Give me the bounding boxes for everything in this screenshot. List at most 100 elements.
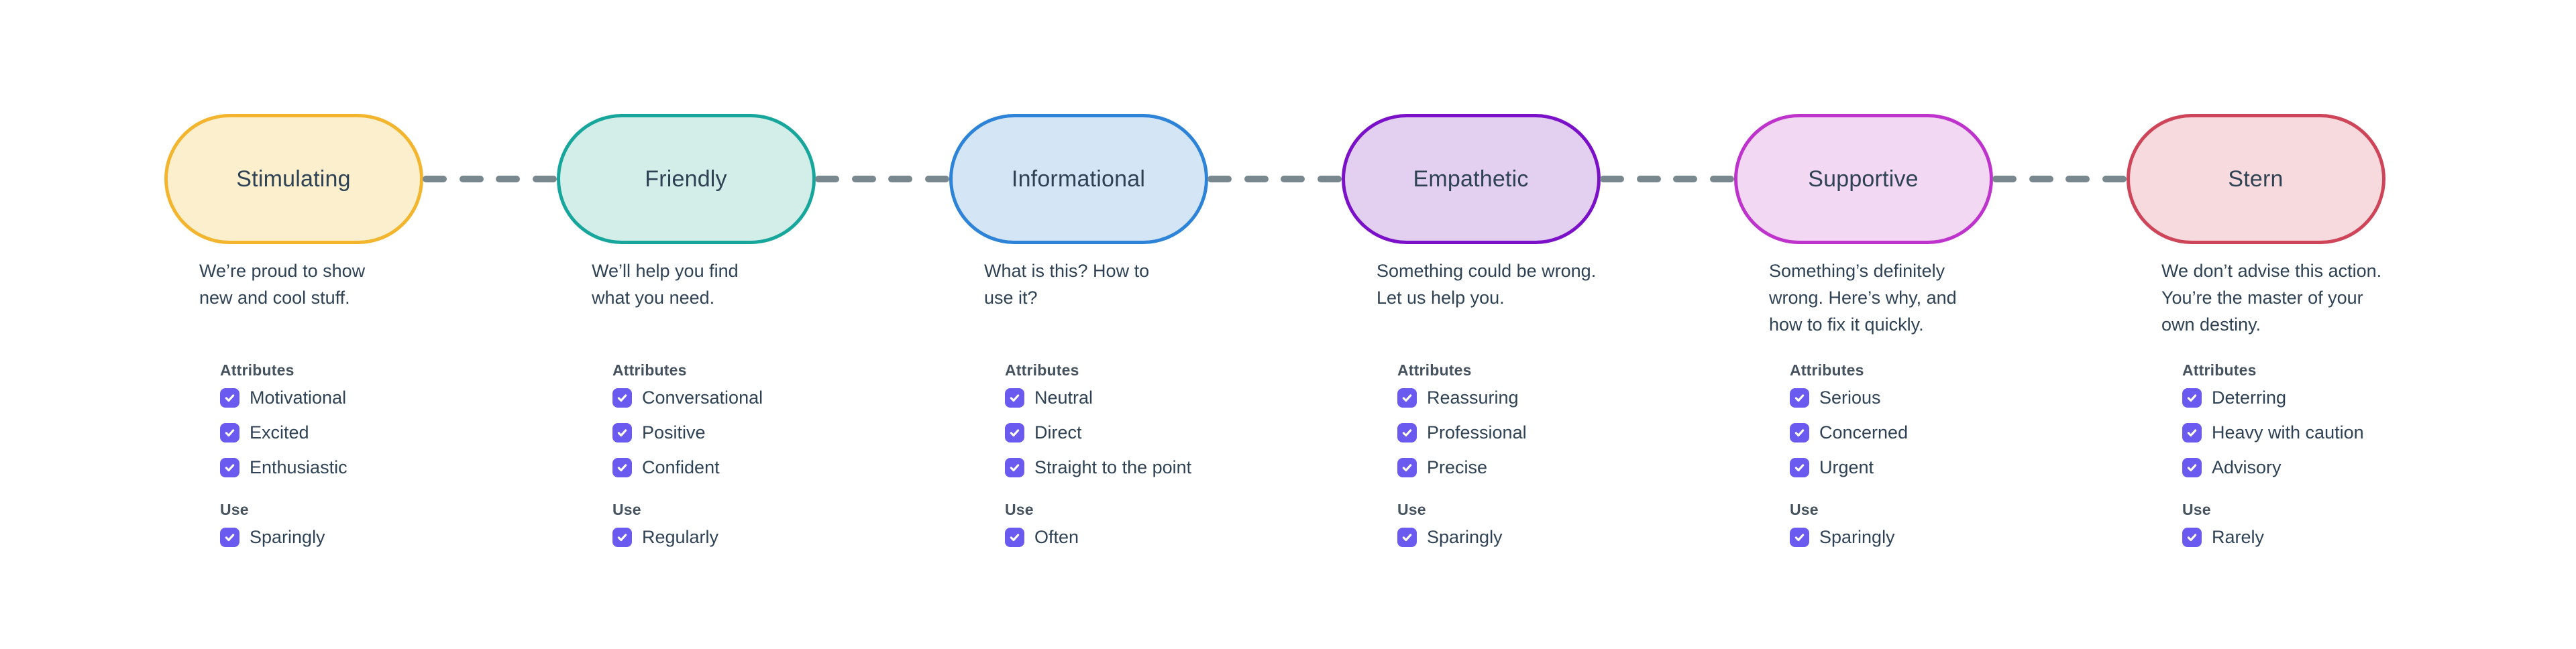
use-label: Often — [1034, 527, 1079, 547]
attribute-label: Direct — [1034, 422, 1082, 442]
attribute-label: Neutral — [1034, 388, 1093, 408]
checkbox-checked[interactable] — [220, 388, 239, 408]
checkmark-icon — [1010, 464, 1020, 472]
attributes-section: Attributes Deterring Heavy with caution … — [2182, 362, 2364, 478]
use-row: Sparingly — [1790, 527, 1895, 548]
attribute-label: Professional — [1427, 422, 1527, 442]
checkmark-icon — [1794, 394, 1805, 402]
tone-description: We don’t advise this action. You’re the … — [2161, 261, 2382, 335]
dash — [815, 176, 839, 182]
checkbox-checked[interactable] — [1790, 423, 1809, 442]
checkbox-checked[interactable] — [1005, 458, 1024, 477]
attribute-row: Motivational — [220, 388, 347, 408]
attributes-section: Attributes Conversational Positive Confi… — [612, 362, 763, 478]
checkbox-checked[interactable] — [220, 528, 239, 547]
tone-description: Something could be wrong. Let us help yo… — [1377, 261, 1597, 308]
attribute-label: Heavy with caution — [2212, 422, 2364, 442]
dash — [532, 176, 557, 182]
tone-column-friendly: Friendly We’ll help you find what you ne… — [490, 0, 882, 649]
use-label: Sparingly — [1427, 527, 1503, 547]
dash — [888, 176, 913, 182]
use-heading: Use — [1397, 501, 1426, 518]
checkbox-checked[interactable] — [2182, 423, 2202, 442]
use-row: Rarely — [2182, 527, 2264, 548]
checkbox-checked[interactable] — [612, 423, 632, 442]
checkmark-icon — [1402, 464, 1412, 472]
use-heading: Use — [1005, 501, 1034, 518]
checkbox-checked[interactable] — [1397, 388, 1417, 408]
use-rows: Sparingly — [220, 527, 325, 548]
attributes-heading: Attributes — [1005, 361, 1079, 379]
attribute-row: Heavy with caution — [2182, 422, 2364, 443]
checkbox-checked[interactable] — [1790, 458, 1809, 477]
tone-pill: Friendly — [556, 114, 816, 244]
connector-dashed-line — [423, 176, 557, 182]
checkbox-checked[interactable] — [2182, 458, 2202, 477]
checkbox-checked[interactable] — [2182, 528, 2202, 547]
use-row: Regularly — [612, 527, 718, 548]
checkmark-icon — [1794, 534, 1805, 542]
use-heading: Use — [220, 501, 249, 518]
attribute-label: Concerned — [1819, 422, 1909, 442]
dash — [1281, 176, 1305, 182]
checkbox-checked[interactable] — [612, 388, 632, 408]
attributes-section: Attributes Neutral Direct Straight to th… — [1005, 362, 1191, 478]
attribute-row: Straight to the point — [1005, 457, 1191, 478]
tone-column-informational: Informational What is this? How to use i… — [882, 0, 1275, 649]
use-row: Sparingly — [220, 527, 325, 548]
use-section: Use Sparingly — [1790, 501, 1895, 548]
checkmark-icon — [1010, 429, 1020, 437]
tone-column-empathetic: Empathetic Something could be wrong. Let… — [1275, 0, 1667, 649]
use-rows: Sparingly — [1790, 527, 1895, 548]
tone-name: Empathetic — [1413, 166, 1529, 192]
use-section: Use Sparingly — [220, 501, 325, 548]
checkbox-checked[interactable] — [1005, 423, 1024, 442]
checkbox-checked[interactable] — [612, 458, 632, 477]
dash — [496, 176, 521, 182]
checkbox-checked[interactable] — [1397, 423, 1417, 442]
checkbox-checked[interactable] — [1397, 528, 1417, 547]
tone-description: We’ll help you find what you need. — [592, 261, 739, 308]
use-rows: Sparingly — [1397, 527, 1503, 548]
attribute-row: Precise — [1397, 457, 1527, 478]
attribute-rows: Neutral Direct Straight to the point — [1005, 388, 1191, 478]
connector-dashed-line — [1600, 176, 1734, 182]
checkbox-checked[interactable] — [1005, 528, 1024, 547]
checkbox-checked[interactable] — [1005, 388, 1024, 408]
attributes-heading: Attributes — [612, 361, 687, 379]
checkbox-checked[interactable] — [612, 528, 632, 547]
attribute-label: Enthusiastic — [250, 457, 347, 477]
use-row: Often — [1005, 527, 1079, 548]
checkmark-icon — [2187, 464, 2197, 472]
use-label: Rarely — [2212, 527, 2265, 547]
tone-description: What is this? How to use it? — [984, 261, 1150, 308]
attribute-rows: Reassuring Professional Precise — [1397, 388, 1527, 478]
connector-dashed-line — [1208, 176, 1342, 182]
tone-column-stern: Stern We don’t advise this action. You’r… — [2059, 0, 2452, 649]
use-label: Regularly — [642, 527, 719, 547]
attribute-row: Neutral — [1005, 388, 1191, 408]
checkmark-icon — [617, 429, 627, 437]
checkbox-checked[interactable] — [1397, 458, 1417, 477]
tone-column-supportive: Supportive Something’s definitely wrong.… — [1667, 0, 2059, 649]
dash — [1208, 176, 1232, 182]
checkmark-icon — [2187, 394, 2197, 402]
checkbox-checked[interactable] — [1790, 528, 1809, 547]
checkbox-checked[interactable] — [2182, 388, 2202, 408]
use-heading: Use — [2182, 501, 2211, 518]
checkbox-checked[interactable] — [220, 458, 239, 477]
dash — [1600, 176, 1624, 182]
use-label: Sparingly — [250, 527, 325, 547]
tone-name: Stimulating — [236, 166, 351, 192]
checkbox-checked[interactable] — [220, 423, 239, 442]
checkbox-checked[interactable] — [1790, 388, 1809, 408]
attribute-label: Confident — [642, 457, 720, 477]
tone-description: Something’s definitely wrong. Here’s why… — [1769, 261, 1957, 335]
tone-name: Informational — [1011, 166, 1146, 192]
checkmark-icon — [1010, 394, 1020, 402]
tone-name: Friendly — [645, 166, 727, 192]
attribute-label: Excited — [250, 422, 309, 442]
attribute-row: Professional — [1397, 422, 1527, 443]
attribute-rows: Motivational Excited Enthusiastic — [220, 388, 347, 478]
attribute-label: Serious — [1819, 388, 1881, 408]
